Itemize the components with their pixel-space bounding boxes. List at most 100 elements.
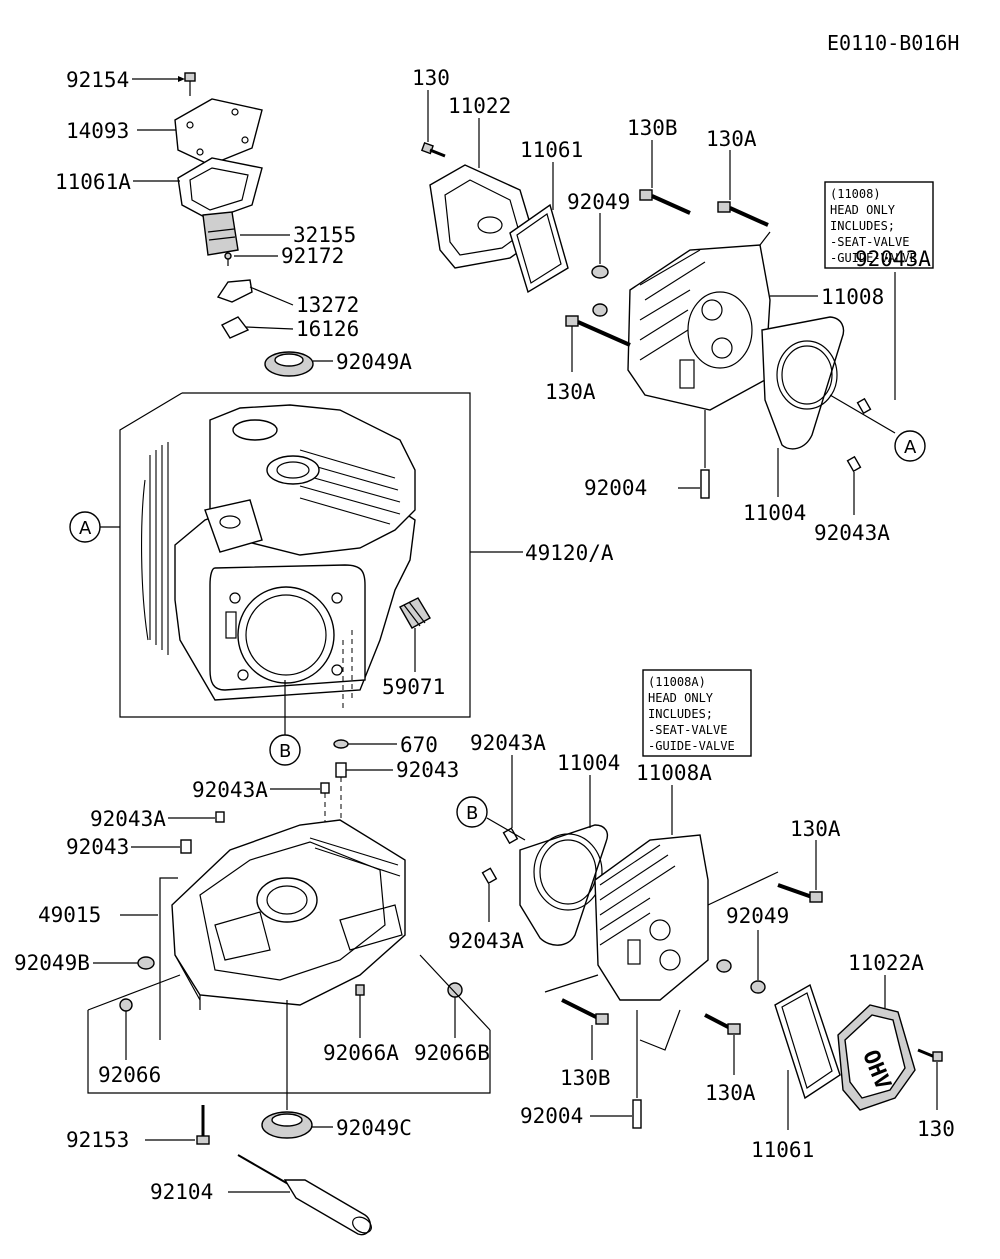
- bolt-92154: [184, 72, 196, 96]
- callout-a-left-text: A: [79, 518, 92, 539]
- bolt-130B-top: [639, 189, 691, 215]
- note-11008A-line4: -SEAT-VALVE: [648, 723, 727, 737]
- plug-92049B: [137, 956, 155, 970]
- sealant-tube-92104: [237, 1154, 372, 1236]
- label-130A-mid: 130A: [545, 380, 596, 404]
- callout-b-right-text: B: [466, 803, 478, 824]
- label-11061-top: 11061: [520, 138, 583, 162]
- label-92043A-b2: 92043A: [448, 929, 524, 953]
- note-box-11008: (11008) HEAD ONLY INCLUDES; -SEAT-VALVE …: [824, 181, 934, 269]
- label-670: 670: [400, 733, 438, 757]
- oil-seal-92049A: [264, 351, 314, 377]
- label-14093: 14093: [66, 119, 129, 143]
- cylinder-block-49120A: [119, 392, 523, 718]
- head-gasket-11004-bottom: [519, 824, 609, 946]
- bolt-130A-top: [717, 201, 769, 227]
- label-92066A: 92066A: [323, 1041, 399, 1065]
- bolt-130-bottom: [917, 1048, 943, 1062]
- dowel-92043A-1: [320, 782, 330, 794]
- label-92049A: 92049A: [336, 350, 412, 374]
- label-13272: 13272: [296, 293, 359, 317]
- spring-59071: [399, 597, 431, 629]
- label-92049B: 92049B: [14, 951, 90, 975]
- rocker-cover-11022A: OHV: [837, 1004, 916, 1111]
- bolt-92153: [196, 1105, 210, 1145]
- label-11008A: 11008A: [636, 761, 712, 785]
- breather-plate-32155: [202, 211, 239, 256]
- note-11008A-line5: -GUIDE-VALVE: [648, 739, 735, 753]
- callout-a-right: [894, 430, 926, 462]
- bolt-130A-b2: [704, 1013, 741, 1035]
- label-92043A-2: 92043A: [90, 807, 166, 831]
- plug-92066B: [447, 982, 463, 998]
- o-ring-670: [333, 739, 349, 749]
- gasket-11061A: [177, 157, 263, 221]
- gasket-11061-bottom: [774, 983, 841, 1100]
- label-92104: 92104: [150, 1180, 213, 1204]
- note-11008-line4: -SEAT-VALVE: [830, 235, 909, 249]
- label-11022: 11022: [448, 94, 511, 118]
- note-11008-line3: INCLUDES;: [830, 219, 895, 233]
- label-92004-bot: 92004: [520, 1104, 583, 1128]
- dowel-92043-top: [335, 762, 347, 778]
- label-11061A: 11061A: [55, 170, 131, 194]
- callout-a-left: [69, 511, 101, 543]
- label-92004-top: 92004: [584, 476, 647, 500]
- gasket-11061-top: [509, 203, 569, 294]
- label-11004-bot: 11004: [557, 751, 620, 775]
- bolt-130B-bottom: [561, 998, 609, 1025]
- seal-92049-top: [591, 265, 609, 317]
- label-92043A-r1: 92043A: [855, 247, 931, 271]
- label-130A-b1: 130A: [790, 817, 841, 841]
- label-11022A: 11022A: [848, 951, 924, 975]
- label-130-bot: 130: [917, 1117, 955, 1141]
- head-gasket-11004-top: [761, 316, 845, 450]
- crankcase-49015: [159, 819, 406, 1040]
- diagram-code: E0110-B016H: [827, 31, 959, 55]
- bolt-130A-b1: [777, 883, 823, 903]
- plate-16126: [221, 316, 250, 339]
- label-92043A-r2: 92043A: [814, 521, 890, 545]
- label-92043-left: 92043: [66, 835, 129, 859]
- cylinder-head-11008A: [594, 834, 709, 1001]
- note-11008A-line1: (11008A): [648, 675, 706, 689]
- screw-92172: [224, 252, 232, 266]
- label-92049-bot: 92049: [726, 904, 789, 928]
- dowel-92043A-2: [215, 811, 225, 823]
- plug-92066A: [355, 984, 365, 996]
- callout-b-left-text: B: [279, 741, 291, 762]
- label-130-top: 130: [412, 66, 450, 90]
- label-92153: 92153: [66, 1128, 129, 1152]
- dowel-92043-left: [180, 839, 192, 854]
- label-92043A-b1: 92043A: [470, 731, 546, 755]
- oil-seal-92049C: [261, 1111, 313, 1139]
- label-92172: 92172: [281, 244, 344, 268]
- note-11008-line1: (11008): [830, 187, 881, 201]
- plate-13272: [216, 279, 253, 303]
- label-11008: 11008: [821, 285, 884, 309]
- label-92154: 92154: [66, 68, 129, 92]
- label-11061-bot: 11061: [751, 1138, 814, 1162]
- label-130B-top: 130B: [627, 116, 678, 140]
- label-16126: 16126: [296, 317, 359, 341]
- label-130A-top: 130A: [706, 127, 757, 151]
- label-92043-top: 92043: [396, 758, 459, 782]
- label-32155: 32155: [293, 223, 356, 247]
- note-11008A-line3: INCLUDES;: [648, 707, 713, 721]
- dowel-92043A-b1: [502, 827, 519, 845]
- stud-92004-bottom: [632, 1099, 642, 1129]
- label-49015: 49015: [38, 903, 101, 927]
- label-49120A: 49120/A: [525, 541, 614, 565]
- seal-92049-bottom: [716, 959, 766, 994]
- label-92066: 92066: [98, 1063, 161, 1087]
- breather-cover-14093: [174, 98, 263, 166]
- label-11004-top: 11004: [743, 501, 806, 525]
- label-92066B: 92066B: [414, 1041, 490, 1065]
- label-59071: 59071: [382, 675, 445, 699]
- note-11008-line5: -GUIDE-VALVE: [830, 251, 917, 265]
- callout-a-right-text: A: [904, 437, 917, 458]
- label-92049-top: 92049: [567, 190, 630, 214]
- callout-b-right: [456, 796, 488, 828]
- dowel-92043A-r2: [846, 455, 862, 473]
